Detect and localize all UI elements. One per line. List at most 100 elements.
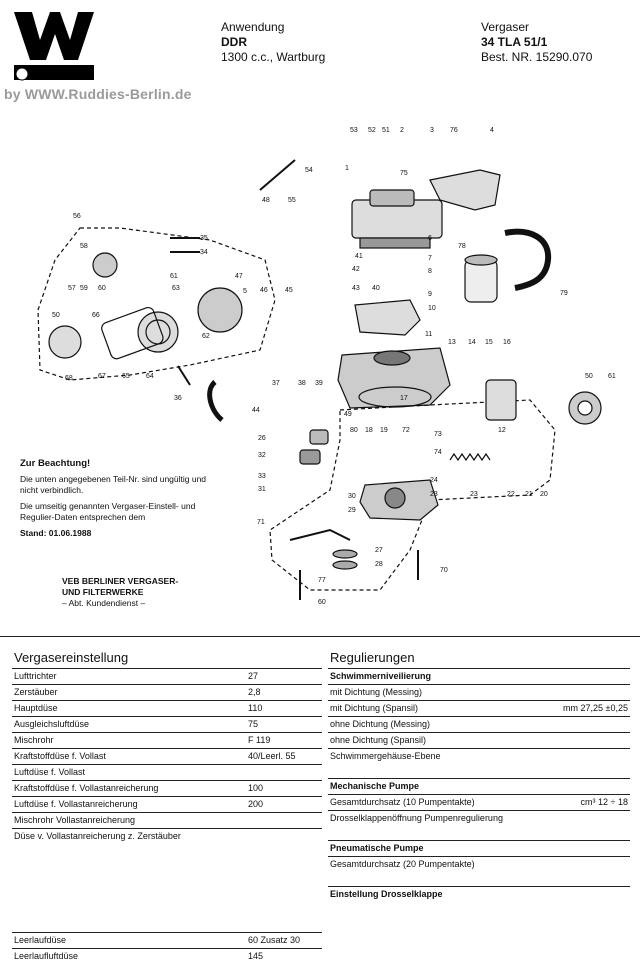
regulation-row-label: ohne Dichtung (Messing) [328, 717, 536, 733]
regulation-row-label: Mechanische Pumpe [328, 779, 536, 795]
svg-text:18: 18 [365, 427, 373, 434]
setting-row-label: Luftdüse f. Vollastanreicherung [12, 797, 246, 813]
svg-text:6: 6 [428, 235, 432, 242]
company-line-2: UND FILTERWERKE [62, 587, 178, 598]
carburetor-header: Vergaser 34 TLA 51/1 Best. NR. 15290.070 [481, 20, 592, 65]
regulation-row: Schwimmerniveilierung [328, 669, 630, 685]
regulation-row: Gesamtdurchsatz (20 Pumpentakte) [328, 857, 630, 873]
table-spacer-cell [328, 872, 630, 887]
setting-row-value: 60 Zusatz 30 [246, 933, 322, 949]
company-logo [12, 10, 96, 82]
svg-text:54: 54 [305, 167, 313, 174]
svg-text:74: 74 [434, 449, 442, 456]
setting-row-value: 200 [246, 797, 322, 813]
svg-text:52: 52 [368, 127, 376, 134]
svg-text:8: 8 [428, 268, 432, 275]
company-block: VEB BERLINER VERGASER- UND FILTERWERKE –… [62, 576, 178, 609]
svg-text:30: 30 [348, 493, 356, 500]
table-spacer-cell [328, 764, 630, 779]
svg-text:61: 61 [608, 373, 616, 380]
regulation-row: ohne Dichtung (Messing) [328, 717, 630, 733]
table-spacer [328, 764, 630, 779]
svg-text:43: 43 [352, 285, 360, 292]
application-vehicle: 1300 c.c., Wartburg [221, 50, 325, 65]
setting-row-label: Lufttrichter [12, 669, 246, 685]
svg-text:32: 32 [258, 452, 266, 459]
setting-row-label: Zerstäuber [12, 685, 246, 701]
svg-text:15: 15 [485, 339, 493, 346]
section-divider [0, 636, 640, 637]
svg-text:58: 58 [80, 243, 88, 250]
svg-text:36: 36 [174, 395, 182, 402]
setting-row-value: 2,8 [246, 685, 322, 701]
svg-text:60: 60 [318, 599, 326, 606]
company-line-1: VEB BERLINER VERGASER- [62, 576, 178, 587]
svg-text:23: 23 [430, 491, 438, 498]
svg-text:20: 20 [540, 491, 548, 498]
regulation-row-value: cm³ 12 ÷ 18 [536, 795, 630, 811]
svg-text:48: 48 [262, 197, 270, 204]
svg-text:31: 31 [258, 486, 266, 493]
svg-text:59: 59 [80, 285, 88, 292]
svg-text:50: 50 [585, 373, 593, 380]
regulation-row-value [536, 733, 630, 749]
note-paragraph-2: Die umseitig genannten Vergaser-Einstell… [20, 501, 220, 523]
setting-row-label: Düse v. Vollastanreicherung z. Zerstäube… [12, 829, 246, 845]
svg-text:29: 29 [348, 507, 356, 514]
regulation-row: mit Dichtung (Spansil)mm 27,25 ±0,25 [328, 701, 630, 717]
regulation-row-value: mm 27,25 ±0,25 [536, 701, 630, 717]
note-title: Zur Beachtung! [20, 458, 220, 469]
regulation-row-value [536, 717, 630, 733]
setting-row-label: Leerlaufdüse [12, 933, 246, 949]
setting-row-label: Kraftstoffdüse f. Vollastanreicherung [12, 781, 246, 797]
regulation-row: ohne Dichtung (Spansil) [328, 733, 630, 749]
regulation-row-value [536, 669, 630, 685]
svg-text:13: 13 [448, 339, 456, 346]
svg-text:65: 65 [122, 373, 130, 380]
svg-text:79: 79 [560, 290, 568, 297]
svg-text:3: 3 [430, 127, 434, 134]
svg-text:14: 14 [468, 339, 476, 346]
svg-text:16: 16 [503, 339, 511, 346]
application-label: Anwendung [221, 20, 325, 35]
regulation-row-label: Pneumatische Pumpe [328, 841, 536, 857]
setting-row-value: 145 [246, 949, 322, 964]
regulation-row-value [536, 779, 630, 795]
carburetor-model: 34 TLA 51/1 [481, 35, 592, 50]
svg-text:75: 75 [400, 170, 408, 177]
svg-text:19: 19 [380, 427, 388, 434]
svg-text:76: 76 [450, 127, 458, 134]
regulation-row-value [536, 841, 630, 857]
regulation-row: Schwimmergehäuse-Ebene [328, 749, 630, 765]
setting-row-value [246, 829, 322, 845]
svg-text:24: 24 [430, 477, 438, 484]
regulation-row: mit Dichtung (Messing) [328, 685, 630, 701]
svg-text:28: 28 [375, 561, 383, 568]
svg-text:64: 64 [146, 373, 154, 380]
svg-text:68: 68 [65, 375, 73, 382]
setting-row-label: Leerlaufluftdüse [12, 949, 246, 964]
svg-text:9: 9 [428, 291, 432, 298]
regulation-row-label: Einstellung Drosselklappe [328, 887, 536, 903]
setting-row-value: 75 [246, 717, 322, 733]
regulation-row: Gesamtdurchsatz (10 Pumpentakte)cm³ 12 ÷… [328, 795, 630, 811]
regulation-row-label: Schwimmergehäuse-Ebene [328, 749, 536, 765]
svg-text:63: 63 [172, 285, 180, 292]
svg-text:10: 10 [428, 305, 436, 312]
svg-text:57: 57 [68, 285, 76, 292]
application-header: Anwendung DDR 1300 c.c., Wartburg [221, 20, 325, 65]
setting-row-label: Mischrohr Vollastanreicherung [12, 813, 246, 829]
table-spacer-cell [328, 826, 630, 841]
svg-text:77: 77 [318, 577, 326, 584]
svg-text:60: 60 [98, 285, 106, 292]
